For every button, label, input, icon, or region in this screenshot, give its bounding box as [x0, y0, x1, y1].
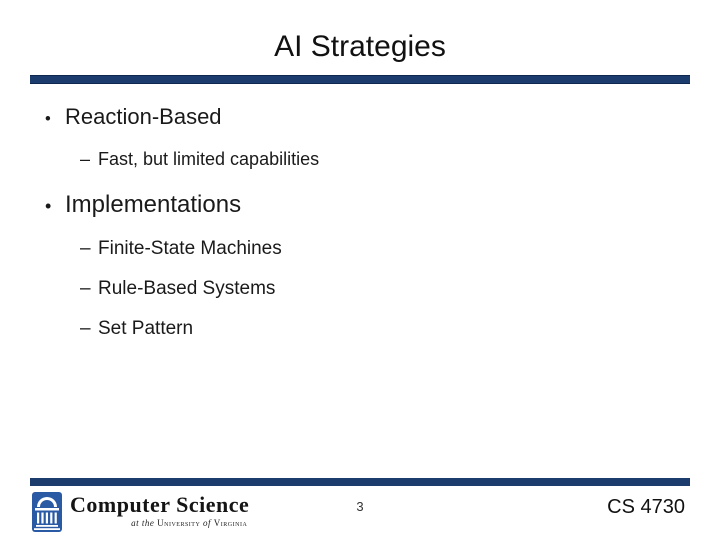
- sub-bullet-finite-state: – Finite-State Machines: [80, 235, 680, 262]
- slide-title: AI Strategies: [274, 30, 446, 63]
- rotunda-icon: [32, 492, 62, 532]
- slide-body: • Reaction-Based – Fast, but limited cap…: [0, 84, 720, 342]
- logo-wordmark: Computer Science at the University of Vi…: [70, 492, 249, 528]
- logo-subtitle: at the University of Virginia: [70, 518, 249, 528]
- bullet-text: Reaction-Based: [65, 104, 222, 129]
- logo-subtitle-prefix: at the: [131, 518, 155, 528]
- uva-cs-logo: Computer Science at the University of Vi…: [32, 492, 249, 532]
- sub-bullet-text: Finite-State Machines: [98, 238, 282, 259]
- bullet-marker: •: [45, 110, 51, 128]
- bullet-marker: •: [45, 196, 52, 216]
- sub-bullet-fast-limited: – Fast, but limited capabilities: [80, 146, 680, 172]
- logo-subtitle-virginia: Virginia: [213, 518, 248, 528]
- title-divider-bar: [30, 75, 690, 84]
- spacer: [45, 223, 680, 235]
- sub-bullet-rule-based: – Rule-Based Systems: [80, 275, 680, 302]
- footer-divider-bar: [30, 478, 690, 486]
- logo-subtitle-university: University: [157, 518, 201, 528]
- sub-bullet-set-pattern: – Set Pattern: [80, 315, 680, 342]
- dash-marker: –: [80, 238, 91, 259]
- spacer: [45, 134, 680, 146]
- spacer: [45, 172, 680, 188]
- dash-marker: –: [80, 149, 91, 169]
- sub-bullet-text: Set Pattern: [98, 318, 194, 339]
- bullet-text: Implementations: [65, 191, 242, 218]
- sub-bullet-text: Rule-Based Systems: [98, 278, 276, 299]
- bullet-item-implementations: • Implementations: [45, 188, 680, 223]
- sub-bullet-text: Fast, but limited capabilities: [98, 149, 320, 169]
- course-code: CS 4730: [607, 496, 685, 518]
- dash-marker: –: [80, 278, 91, 299]
- slide-page-number: 3: [356, 499, 364, 514]
- logo-title: Computer Science: [70, 492, 250, 517]
- dash-marker: –: [80, 318, 91, 339]
- bullet-item-reaction-based: • Reaction-Based: [45, 102, 680, 134]
- logo-subtitle-of: of: [203, 518, 212, 528]
